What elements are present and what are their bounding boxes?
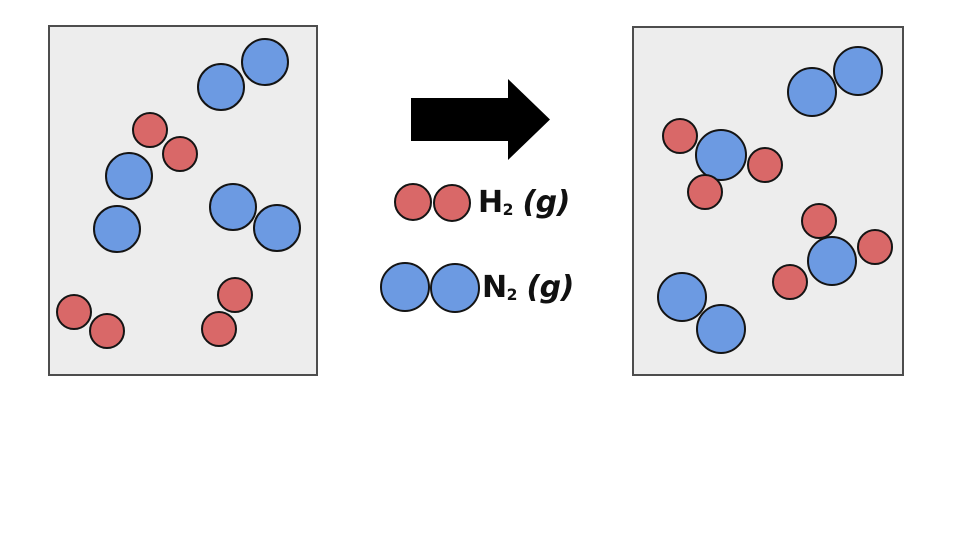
reaction-arrow-icon: [411, 79, 550, 160]
nitrogen-atom: [197, 63, 245, 111]
hydrogen-atom: [162, 136, 198, 172]
nitrogen-atom: [253, 204, 301, 252]
hydrogen-atom: [433, 184, 471, 222]
hydrogen-atom: [857, 229, 893, 265]
formula-base: N: [482, 270, 507, 305]
hydrogen-atom: [772, 264, 808, 300]
nitrogen-atom: [696, 304, 746, 354]
hydrogen-atom: [801, 203, 837, 239]
hydrogen-atom: [132, 112, 168, 148]
hydrogen-atom: [662, 118, 698, 154]
nitrogen-atom: [93, 205, 141, 253]
formula-base: H: [478, 185, 503, 220]
nitrogen-atom: [787, 67, 837, 117]
legend-label-h2: H2 (g): [478, 187, 570, 223]
nitrogen-atom: [105, 152, 153, 200]
state-symbol: (g): [526, 270, 574, 305]
reactants-box: [48, 25, 318, 376]
hydrogen-atom: [394, 183, 432, 221]
formula-subscript: 2: [506, 286, 518, 305]
state-symbol: (g): [522, 185, 570, 220]
nitrogen-atom: [657, 272, 707, 322]
legend-label-n2: N2 (g): [482, 272, 574, 308]
nitrogen-atom: [695, 129, 747, 181]
hydrogen-atom: [201, 311, 237, 347]
nitrogen-atom: [209, 183, 257, 231]
nitrogen-atom: [807, 236, 857, 286]
products-box: [632, 26, 904, 376]
nitrogen-atom: [430, 263, 480, 313]
hydrogen-atom: [747, 147, 783, 183]
hydrogen-atom: [687, 174, 723, 210]
hydrogen-atom: [217, 277, 253, 313]
nitrogen-atom: [833, 46, 883, 96]
nitrogen-atom: [241, 38, 289, 86]
nitrogen-atom: [380, 262, 430, 312]
formula-subscript: 2: [502, 201, 514, 220]
hydrogen-atom: [56, 294, 92, 330]
hydrogen-atom: [89, 313, 125, 349]
